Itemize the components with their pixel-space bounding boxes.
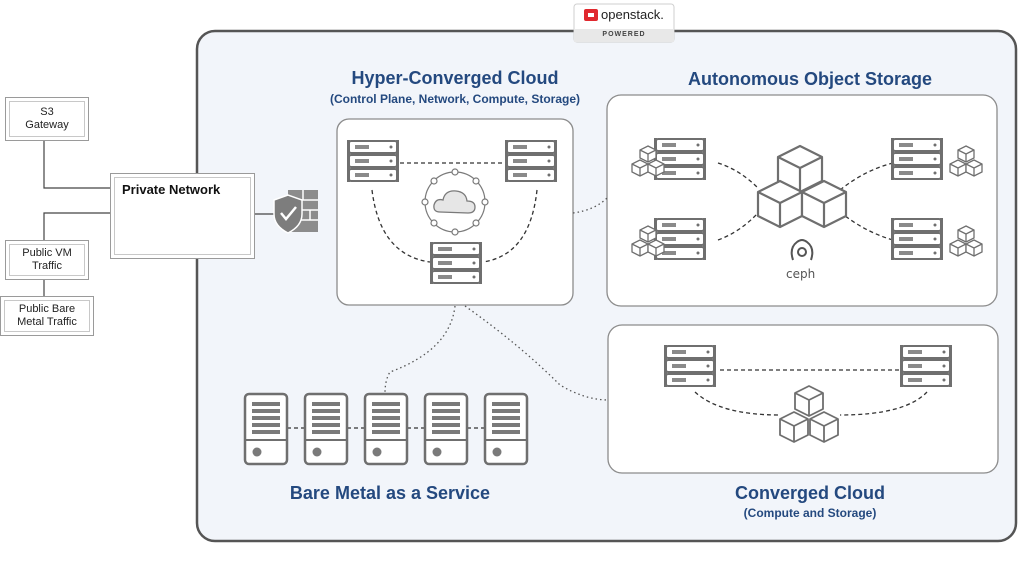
- hc-server-bottom: [429, 241, 483, 285]
- cc-server-left: [663, 344, 717, 388]
- bm-server-2: [303, 392, 349, 466]
- private-network-label: Private Network: [122, 182, 221, 197]
- hc-server-left: [346, 139, 400, 183]
- powered-label: POWERED: [602, 31, 646, 38]
- firewall-shield-icon: [273, 190, 318, 234]
- object-storage-title: Autonomous Object Storage: [687, 69, 932, 89]
- cloud-network-icon: [421, 168, 489, 236]
- bm-server-1: [243, 392, 289, 466]
- bm-server-5: [483, 392, 529, 466]
- storage-cluster-icon: [756, 144, 848, 229]
- ceph-label: ceph: [786, 267, 816, 281]
- hc-server-right: [504, 139, 558, 183]
- private-network-box: [110, 173, 255, 259]
- cc-cube-cluster-icon: [779, 385, 839, 443]
- bm-server-4: [423, 392, 469, 466]
- hyper-converged-subtitle: (Control Plane, Network, Compute, Storag…: [329, 92, 581, 106]
- public-vm-traffic-box: Public VM Traffic: [5, 240, 89, 280]
- os-server-4: [890, 217, 944, 261]
- bm-server-3: [363, 392, 409, 466]
- converged-cloud-title: Converged Cloud: [734, 483, 885, 503]
- s3-gateway-box: S3 Gateway: [5, 97, 89, 141]
- public-bare-metal-box: Public Bare Metal Traffic: [0, 296, 94, 336]
- ceph-logo-icon: [790, 239, 814, 261]
- bare-metal-title: Bare Metal as a Service: [289, 483, 491, 503]
- os-server-3: [890, 137, 944, 181]
- cc-server-right: [899, 344, 953, 388]
- converged-cloud-subtitle: (Compute and Storage): [743, 506, 877, 520]
- openstack-wordmark: openstack.: [601, 7, 664, 22]
- hyper-converged-title: Hyper-Converged Cloud: [351, 68, 559, 88]
